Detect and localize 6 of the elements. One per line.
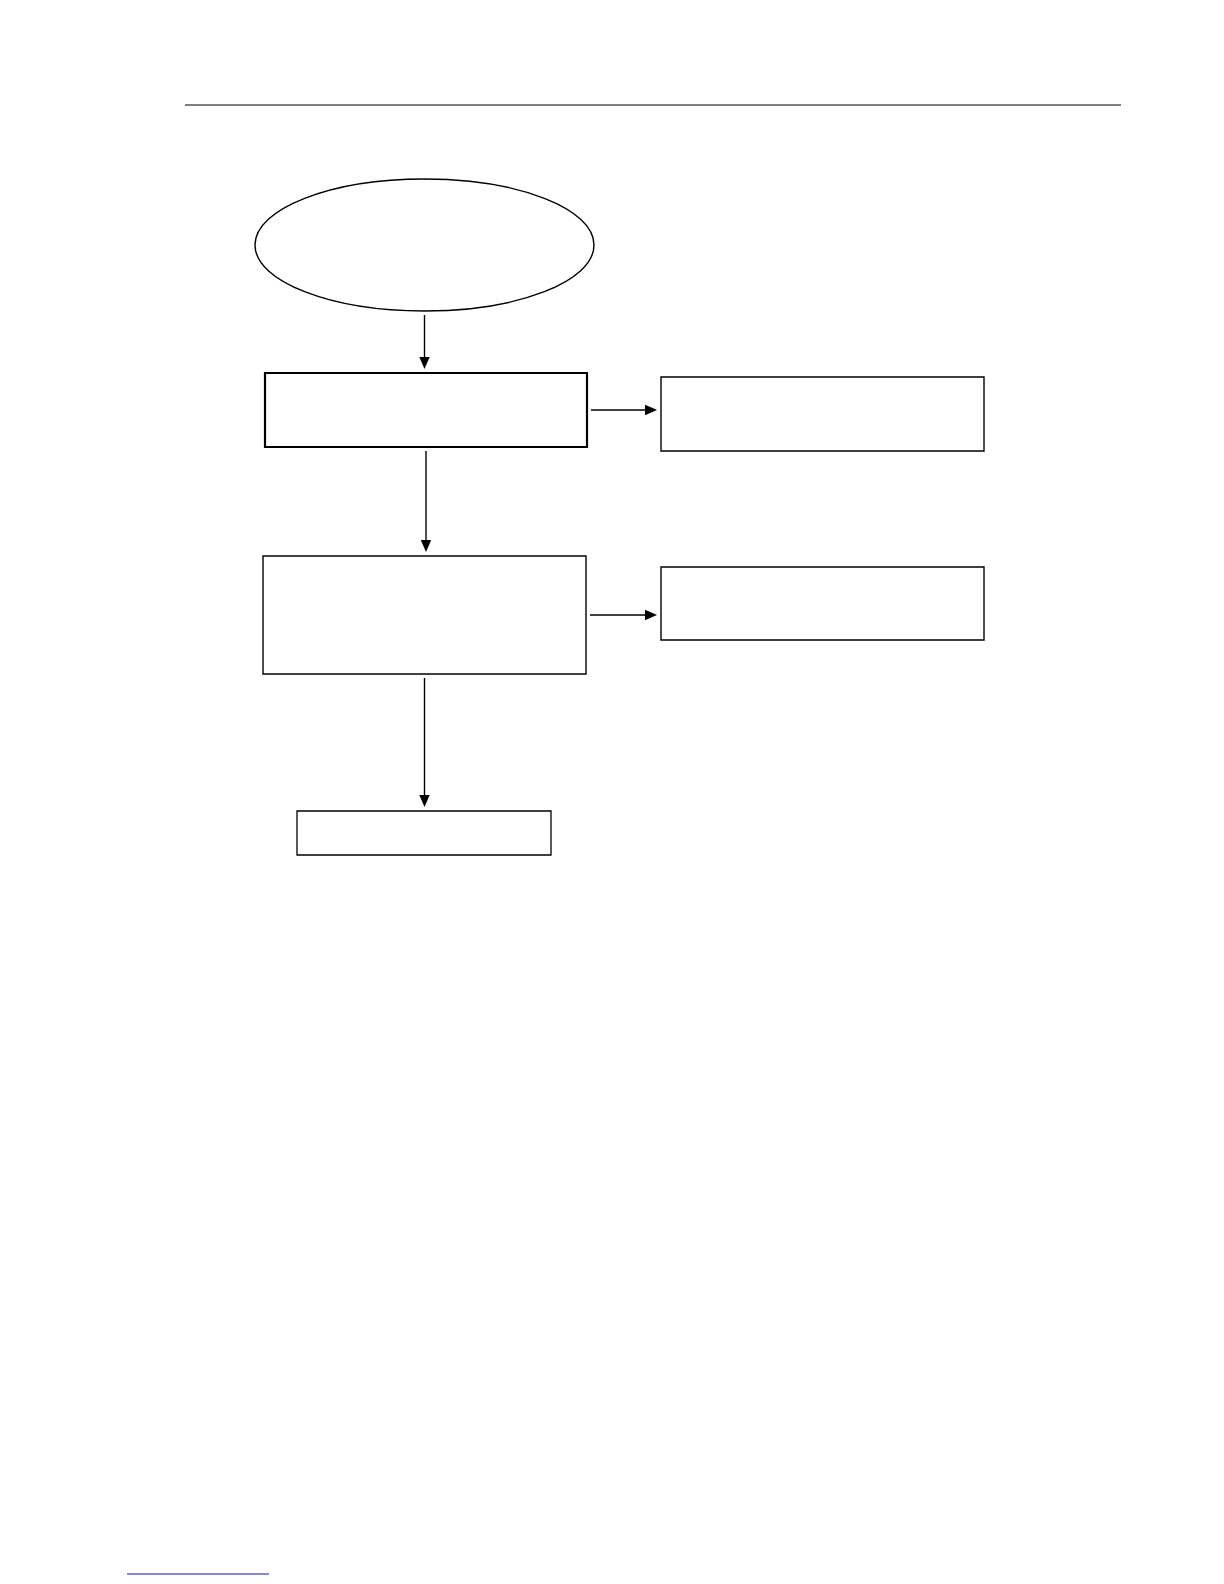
process-box [296, 810, 552, 856]
process-box [262, 555, 587, 675]
ellipse [254, 178, 595, 312]
process-box [660, 376, 985, 452]
process-box [263, 371, 589, 449]
process-box [660, 566, 985, 641]
